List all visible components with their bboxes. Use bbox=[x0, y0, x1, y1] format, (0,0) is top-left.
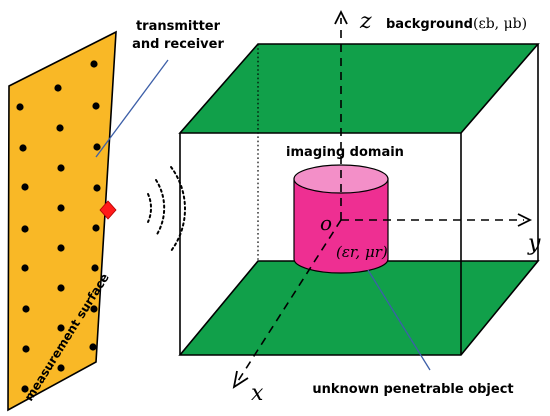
axis-x-arrow-icon bbox=[232, 370, 249, 389]
coordinate-axes bbox=[232, 9, 533, 389]
background-params-label: (εb, μb) bbox=[473, 16, 527, 32]
sensor-dot bbox=[92, 102, 100, 110]
sensor-dot bbox=[93, 184, 101, 192]
sensor-dot bbox=[57, 164, 65, 172]
axis-y-arrow-icon bbox=[517, 213, 533, 227]
sensor-dot bbox=[21, 385, 29, 393]
sensor-dot bbox=[90, 60, 98, 68]
wave-arc-large bbox=[170, 166, 186, 252]
sensor-dot bbox=[19, 144, 27, 152]
sensor-dot bbox=[92, 224, 100, 232]
sensor-dot bbox=[93, 143, 101, 151]
axis-z-arrow-icon bbox=[334, 9, 348, 25]
origin-label: o bbox=[320, 211, 332, 235]
wave-arcs-icon bbox=[147, 166, 186, 252]
penetrable-object-cylinder bbox=[293, 164, 389, 274]
cylinder-body bbox=[293, 178, 389, 274]
axis-z-label: z bbox=[359, 9, 372, 34]
object-params-label: (εr, μr) bbox=[336, 243, 388, 261]
sensor-dot bbox=[21, 225, 29, 233]
sensor-dot bbox=[57, 244, 65, 252]
cylinder-top bbox=[293, 164, 389, 194]
leader-lines bbox=[95, 59, 431, 371]
sensor-dot bbox=[22, 305, 30, 313]
measurement-surface-plate bbox=[7, 30, 117, 412]
unknown-object-label: unknown penetrable object bbox=[312, 382, 513, 397]
sensor-dot bbox=[21, 264, 29, 272]
measurement-surface-panel bbox=[7, 30, 117, 412]
sensor-dots bbox=[16, 60, 101, 393]
sensor-dot bbox=[22, 345, 30, 353]
sensor-dot bbox=[91, 264, 99, 272]
axis-y-label: y bbox=[527, 231, 541, 256]
background-label: background bbox=[386, 17, 473, 32]
sensor-dot bbox=[57, 204, 65, 212]
sensor-dot bbox=[57, 364, 65, 372]
sensor-dot bbox=[54, 84, 62, 92]
box-floor bbox=[178, 260, 540, 356]
box-ceiling bbox=[178, 43, 540, 134]
sensor-dot bbox=[89, 343, 97, 351]
sensor-dot bbox=[57, 324, 65, 332]
transmitter-label-line2: and receiver bbox=[132, 37, 224, 52]
axis-x-label: x bbox=[251, 381, 264, 406]
axis-x-line bbox=[237, 219, 342, 382]
transmitter-label-line1: transmitter bbox=[136, 19, 221, 34]
sensor-dot bbox=[57, 284, 65, 292]
wave-arc-medium bbox=[155, 179, 166, 237]
sensor-dot bbox=[16, 103, 24, 111]
wave-arc-small bbox=[147, 193, 153, 223]
sensor-dot bbox=[56, 124, 64, 132]
object-leader-line bbox=[367, 269, 431, 371]
antenna-diamond-icon bbox=[99, 200, 117, 220]
imaging-domain-label: imaging domain bbox=[286, 145, 404, 160]
sensor-dot bbox=[21, 183, 29, 191]
sensor-dot bbox=[90, 305, 98, 313]
transmitter-leader-line bbox=[95, 59, 169, 158]
